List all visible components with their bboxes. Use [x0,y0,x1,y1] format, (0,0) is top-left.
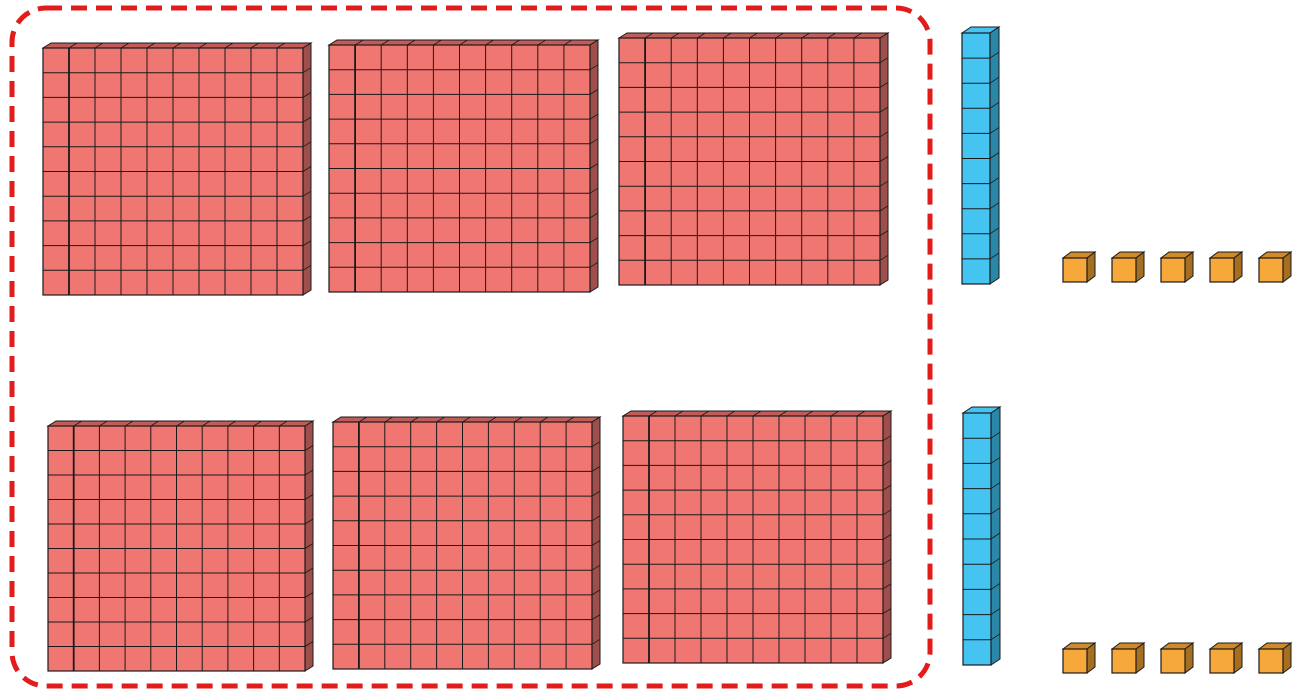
ten-rod-row-2-1 [963,407,1000,665]
one-cube-row-2-4 [1210,643,1242,673]
one-cube-row-1-4 [1210,252,1242,282]
one-cube-row-1-5 [1259,252,1291,282]
one-cube-row-1-2 [1112,252,1144,282]
hundred-flat-row-2-2 [333,417,600,669]
hundred-flat-row-2-1 [48,421,313,671]
hundred-flat-row-1-3 [619,33,888,285]
one-cube-row-1-3 [1161,252,1193,282]
blocks-layer [43,27,1291,673]
one-cube-row-2-3 [1161,643,1193,673]
hundred-flat-row-1-2 [329,40,598,292]
hundred-flat-row-2-3 [623,411,891,663]
one-cube-row-2-1 [1063,643,1095,673]
one-cube-row-2-2 [1112,643,1144,673]
ten-rod-row-1-1 [962,27,999,284]
one-cube-row-1-1 [1063,252,1095,282]
one-cube-row-2-5 [1259,643,1291,673]
hundred-flat-row-1-1 [43,43,311,295]
